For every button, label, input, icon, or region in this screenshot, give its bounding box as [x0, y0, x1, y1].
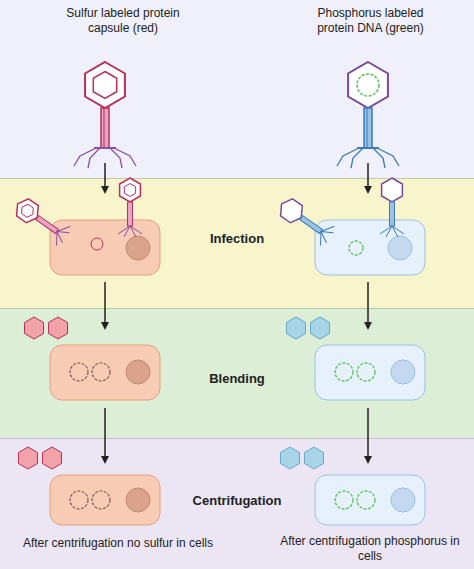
infection-band: Infection: [0, 178, 474, 308]
header-band: Sulfur labeled protein capsule (red) Phos…: [0, 0, 474, 178]
infection-cells: [11, 178, 425, 275]
stage-label: Centrifugation: [167, 493, 307, 508]
blending-band: Blending: [0, 308, 474, 438]
flow-arrows: [105, 163, 368, 462]
stage-label: Blending: [177, 371, 297, 386]
centrifugation-band: CentrifugationAfter centrifugation no su…: [0, 438, 474, 569]
result-note: After centrifugation no sulfur in cells: [0, 536, 236, 551]
stage-label: Infection: [177, 231, 297, 246]
sulfur-phage: [74, 62, 136, 168]
phage-label: Phosphorus labeled protein DNA (green): [303, 6, 438, 36]
phosphorus-phage: [337, 62, 399, 168]
phage-label: Sulfur labeled protein capsule (red): [48, 6, 198, 36]
centrifugation-cells: [18, 447, 425, 525]
blending-cells: [24, 317, 425, 400]
result-note: After centrifugation phosphorus in cells: [272, 534, 468, 564]
